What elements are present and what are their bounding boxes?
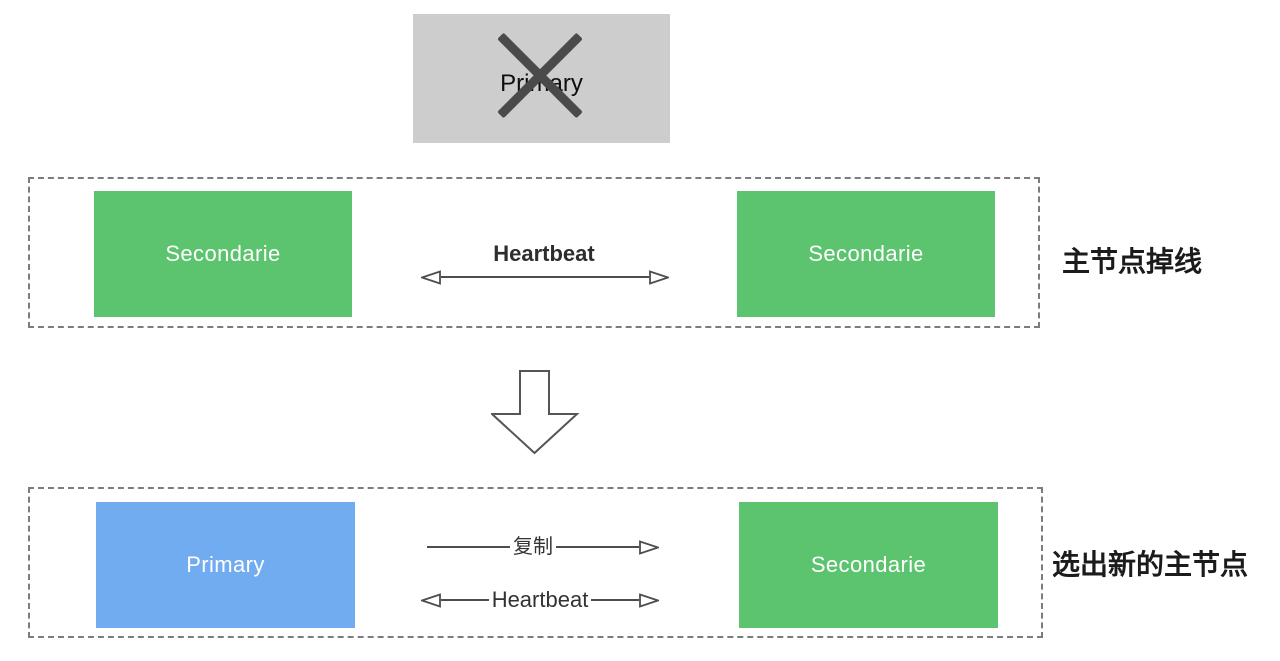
node-label: Secondarie — [165, 241, 281, 266]
heartbeat-arrow — [421, 269, 669, 285]
node-label: Primary — [186, 552, 265, 577]
arrowhead-right-icon — [639, 539, 659, 555]
node-label: Secondarie — [810, 552, 927, 577]
elected-section: Primary Secondarie — [28, 487, 1043, 638]
heartbeat-label: Heartbeat — [493, 241, 595, 266]
replicate-label: 复制 — [513, 536, 553, 558]
arrowhead-right-icon — [639, 592, 659, 608]
replicate-arrow: 复制 — [427, 533, 659, 561]
offline-section: Secondarie Secondarie — [28, 177, 1040, 328]
offline-caption: 主节点掉线 — [1062, 246, 1203, 277]
arrow-line — [441, 599, 489, 601]
elected-caption: 选出新的主节点 — [1052, 549, 1249, 580]
arrow-line — [427, 546, 510, 548]
arrow-line — [591, 599, 639, 601]
arrow-line — [441, 276, 649, 278]
arrow-line — [556, 546, 639, 548]
heartbeat-arrow-bottom: Heartbeat — [421, 586, 659, 614]
failed-primary-node: Primary — [413, 14, 670, 143]
down-arrow-icon — [491, 370, 580, 455]
arrowhead-left-icon — [421, 592, 441, 608]
secondary-node: Secondarie — [739, 502, 998, 628]
arrowhead-right-icon — [649, 269, 669, 285]
node-label: Secondarie — [808, 241, 924, 266]
arrowhead-left-icon — [421, 269, 441, 285]
secondary-node-left: Secondarie — [94, 191, 352, 317]
secondary-node-right: Secondarie — [737, 191, 995, 317]
heartbeat-label-bottom: Heartbeat — [491, 587, 589, 612]
primary-node: Primary — [96, 502, 355, 628]
